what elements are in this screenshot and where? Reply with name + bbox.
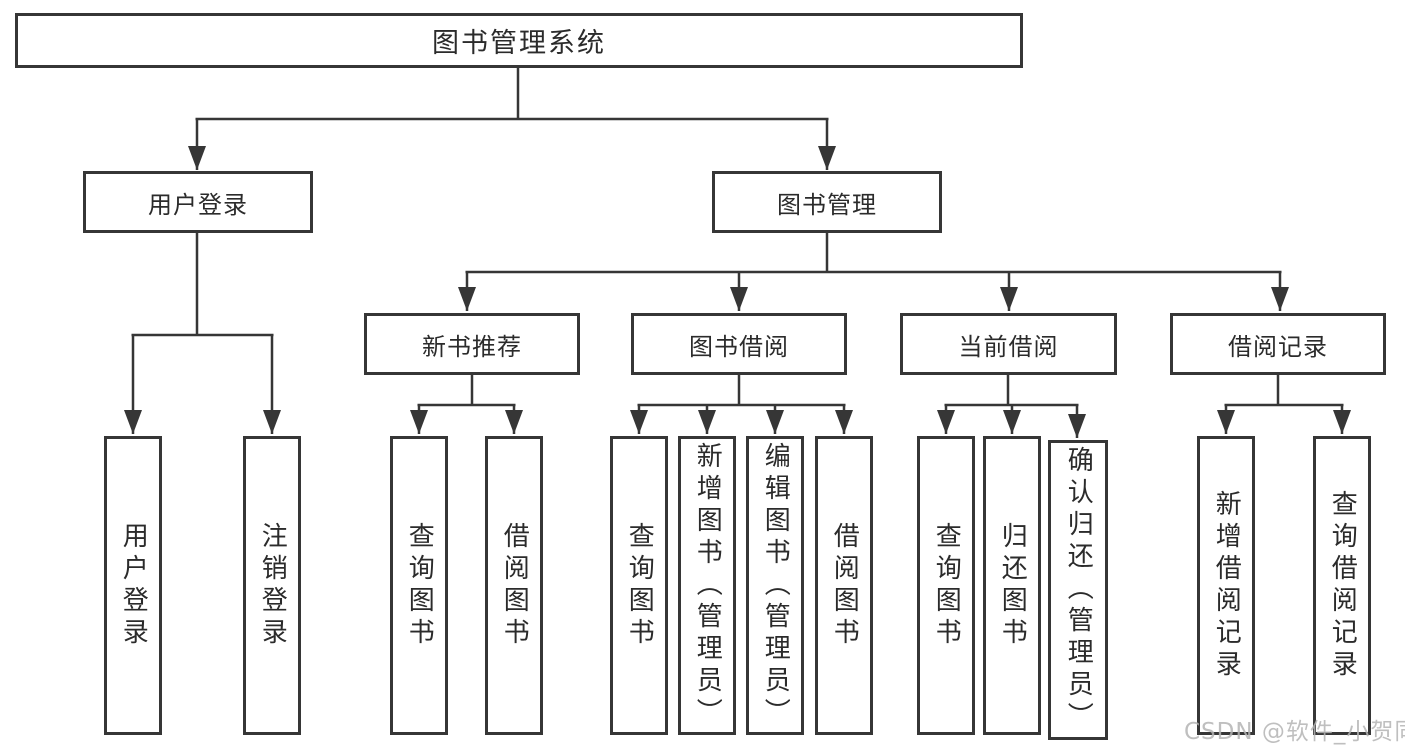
leaf-query-book-3-label: 查询图书 [931, 521, 962, 650]
leaf-query-book-1: 查询图书 [390, 436, 448, 735]
leaf-logout-label: 注销登录 [257, 521, 288, 650]
leaf-borrow-book-2-label: 借阅图书 [829, 521, 860, 650]
node-book-borrow-label: 图书借阅 [689, 332, 789, 361]
leaf-confirm-return-admin-label: 确认归还（管理员） [1063, 446, 1094, 734]
node-current-borrow: 当前借阅 [900, 313, 1117, 375]
leaf-edit-book-admin: 编辑图书（管理员） [746, 436, 804, 735]
leaf-confirm-return-admin: 确认归还（管理员） [1048, 440, 1108, 740]
leaf-edit-book-admin-label: 编辑图书（管理员） [760, 441, 791, 730]
leaf-add-borrow-record: 新增借阅记录 [1197, 436, 1255, 735]
leaf-borrow-book-1-label: 借阅图书 [499, 521, 530, 650]
node-root: 图书管理系统 [15, 13, 1023, 68]
leaf-query-borrow-record: 查询借阅记录 [1313, 436, 1371, 735]
leaf-user-login-label: 用户登录 [118, 521, 149, 650]
leaf-query-borrow-record-label: 查询借阅记录 [1327, 489, 1358, 682]
node-new-book-recommend-label: 新书推荐 [422, 332, 522, 361]
node-borrow-record-label: 借阅记录 [1228, 332, 1328, 361]
leaf-query-book-3: 查询图书 [917, 436, 975, 735]
watermark-text: CSDN @软件_小贺同学 [1184, 719, 1405, 745]
leaf-add-book-admin-label: 新增图书（管理员） [692, 441, 723, 730]
leaf-logout: 注销登录 [243, 436, 301, 735]
node-borrow-record: 借阅记录 [1170, 313, 1386, 375]
leaf-query-book-1-label: 查询图书 [404, 521, 435, 650]
leaf-borrow-book-2: 借阅图书 [815, 436, 873, 735]
leaf-query-book-2: 查询图书 [610, 436, 668, 735]
leaf-return-book: 归还图书 [983, 436, 1041, 735]
node-book-management: 图书管理 [712, 171, 942, 233]
node-root-label: 图书管理系统 [432, 28, 606, 59]
leaf-return-book-label: 归还图书 [997, 521, 1028, 650]
leaf-query-book-2-label: 查询图书 [624, 521, 655, 650]
node-book-management-label: 图书管理 [777, 190, 877, 219]
node-user-login-label: 用户登录 [148, 190, 248, 219]
node-book-borrow: 图书借阅 [631, 313, 847, 375]
node-current-borrow-label: 当前借阅 [958, 332, 1059, 361]
leaf-borrow-book-1: 借阅图书 [485, 436, 543, 735]
node-user-login: 用户登录 [83, 171, 313, 233]
leaf-user-login: 用户登录 [104, 436, 162, 735]
leaf-add-borrow-record-label: 新增借阅记录 [1211, 489, 1242, 682]
leaf-add-book-admin: 新增图书（管理员） [678, 436, 736, 735]
node-new-book-recommend: 新书推荐 [364, 313, 580, 375]
